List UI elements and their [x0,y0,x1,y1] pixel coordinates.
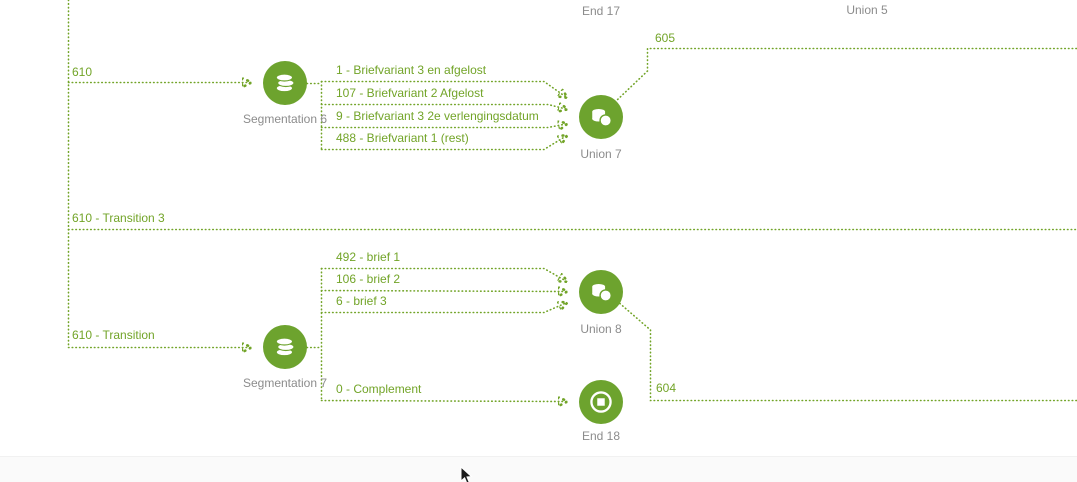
transition-label-seg6-branch3[interactable]: 9 - Briefvariant 3 2e verlengingsdatum [336,109,539,123]
transition-line-604[interactable] [616,300,1077,402]
node-label-segmentation-7: Segmentation 7 [242,376,328,390]
transition-line-seg6-branch3[interactable] [320,124,567,128]
transition-label-610[interactable]: 610 [72,65,93,79]
segmentation-icon [275,73,295,93]
node-union-7[interactable] [579,95,623,139]
node-end-18[interactable] [579,380,623,424]
transition-line-seg7-branch3[interactable] [320,303,567,314]
segmentation-icon [275,337,295,357]
node-segmentation-7[interactable] [263,325,307,369]
transition-label-604[interactable]: 604 [656,381,677,395]
node-label-union-5: Union 5 [846,3,888,17]
node-segmentation-6[interactable] [263,61,307,105]
transition-label-seg7-branch1[interactable]: 492 - brief 1 [336,250,401,264]
transition-label-610-transition[interactable]: 610 - Transition [72,328,155,342]
node-label-end-18: End 18 [581,429,621,443]
transition-line-605[interactable] [614,47,1077,103]
node-label-union-8: Union 8 [580,322,622,336]
transition-label-610-transition3[interactable]: 610 - Transition 3 [72,211,165,225]
transition-label-seg7-branch3[interactable]: 6 - brief 3 [336,294,387,308]
node-union-8[interactable] [579,270,623,314]
transition-line-seg7-branch2[interactable] [320,291,567,292]
transition-label-seg6-branch4[interactable]: 488 - Briefvariant 1 (rest) [336,131,469,145]
transition-label-605[interactable]: 605 [655,31,676,45]
end-icon [590,391,612,413]
transition-label-seg7-branch2[interactable]: 106 - brief 2 [336,272,401,286]
canvas-bottom-edge [0,456,1077,482]
transition-line-seg6-branch1[interactable] [320,80,567,98]
union-icon [592,108,612,127]
transition-label-seg6-branch2[interactable]: 107 - Briefvariant 2 Afgelost [336,86,484,100]
union-icon [592,283,612,302]
node-label-segmentation-6: Segmentation 6 [242,112,328,126]
mouse-cursor [460,465,474,482]
transition-line-complement[interactable] [320,401,567,402]
node-label-union-7: Union 7 [580,147,622,161]
transition-line-seg6-branch4[interactable] [320,136,567,151]
transition-label-seg6-branch1[interactable]: 1 - Briefvariant 3 en afgelost [336,63,487,77]
transition-line-seg7-branch1[interactable] [320,267,567,282]
transition-line-seg6-branch2[interactable] [320,105,567,110]
transition-label-complement[interactable]: 0 - Complement [336,382,422,396]
node-label-end-17: End 17 [581,4,621,18]
